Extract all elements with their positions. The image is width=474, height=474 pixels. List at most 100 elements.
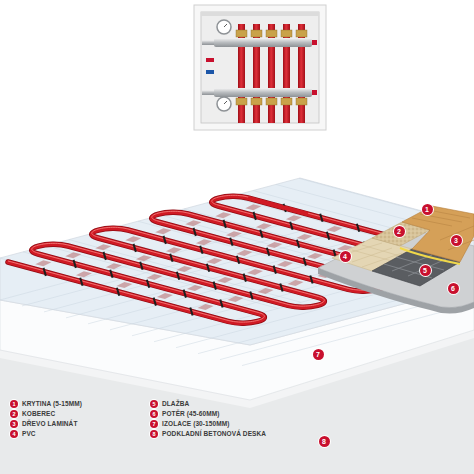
pipe-pad [215,212,231,218]
legend-text: IZOLACE (30-150MM) [162,420,230,428]
pipe-pad [185,220,201,226]
pipe-clip [184,290,186,298]
legend-number: 4 [10,430,18,438]
pipe-clip [327,232,329,240]
pipe-clip [43,268,45,276]
pipe-pad [258,288,274,294]
pipe-pad [176,266,192,272]
pipe-clip [200,246,202,254]
legend-item: PODKLADNÍ BETONOVÁ DESKA [162,430,266,438]
pipe-pad [206,258,222,264]
legend-text: PODKLADNÍ BETONOVÁ DESKA [162,430,266,438]
wood-layer [402,206,474,262]
pipe-clip [154,298,156,306]
pipe-clip [110,270,112,278]
pipe-pad [116,282,132,288]
pipe-pad [157,293,173,299]
pipe-pad [187,285,203,291]
callout-number: 3 [451,235,462,246]
insulation-top [0,178,474,345]
pipe-clip [103,252,105,260]
pipe-pad [196,239,212,245]
pipe-clip [147,280,149,288]
pipe-pad [65,252,81,258]
pipe-clip [237,256,239,264]
pipe-clip [310,276,312,284]
callout-number: 2 [394,226,405,237]
pipe-pad [136,255,152,261]
pipe-highlight [8,195,468,322]
pipe-pad [198,304,214,310]
pipe-clip [170,254,172,262]
insulation-grid [0,178,474,365]
pipe-clip [244,274,246,282]
pipe-pad [76,271,92,277]
callout-number: 1 [422,204,433,215]
pipe-pad [307,253,323,259]
pipe-pad [296,234,312,240]
pipe-clip [320,214,322,222]
legend-item: KOBEREC [22,410,55,418]
legend-number: 2 [10,410,18,418]
pipe-clip [250,292,252,300]
pipe-shadow [8,196,468,323]
pipe-pad [228,296,244,302]
pipe-clip [177,272,179,280]
lead-pipe [248,198,308,214]
pipe-clip [163,236,165,244]
legend-text: DŘEVO LAMINÁT [22,420,77,428]
pipe-pad [236,250,252,256]
pipe-clip [214,282,216,290]
floor-layers [318,206,474,314]
legend-number: 3 [10,420,18,428]
heating-pipes [8,195,468,323]
pipe-clip [220,300,222,308]
pipe-clip [133,244,135,252]
pipe-pad [146,274,162,280]
legend-text: POTĚR (45-60MM) [162,410,219,418]
pipe-pad [286,215,302,221]
pipe-pad [245,204,261,210]
heating-pipe [8,196,468,323]
legend-number: 7 [150,420,158,428]
callout-number: 5 [420,265,431,276]
pipe-pad [256,223,272,229]
legend-text: PVC [22,430,36,438]
legend-text: DLAŽBA [162,400,189,408]
manifold-cabinet [194,5,326,130]
pipe-clip [223,220,225,228]
pipe-pad [326,226,342,232]
pipe-clip [80,278,82,286]
legend-number: 1 [10,400,18,408]
legend-text: KOBEREC [22,410,55,418]
pipe-clip [267,248,269,256]
adhesive-layer [400,248,460,264]
pipe-pad [155,228,171,234]
pipe-pad [288,280,304,286]
callout-number: 4 [340,251,351,262]
pipe-clip [230,238,232,246]
pipe-clip [297,240,299,248]
callout-number: 7 [313,349,324,360]
callout-number: 6 [448,283,459,294]
pipe-pad [95,244,111,250]
legend-item: PVC [22,430,36,438]
legend-text: KRYTINA (5-15MM) [22,400,82,408]
pipe-clip [253,212,255,220]
legend-item: DŘEVO LAMINÁT [22,420,77,428]
pipe-clip [193,228,195,236]
legend-item: POTĚR (45-60MM) [162,410,219,418]
pipe-pad [226,231,242,237]
pipe-pad [217,277,233,283]
legend-number: 6 [150,410,158,418]
pipe-clip [190,308,192,316]
pipe-pad [166,247,182,253]
pipe-pad [106,263,122,269]
pipe-pad [277,261,293,267]
pipe-pad [266,242,282,248]
callout-number: 8 [319,436,330,447]
pipe-clip [260,230,262,238]
pipe-pad [125,236,141,242]
legend-item: DLAŽBA [162,400,189,408]
